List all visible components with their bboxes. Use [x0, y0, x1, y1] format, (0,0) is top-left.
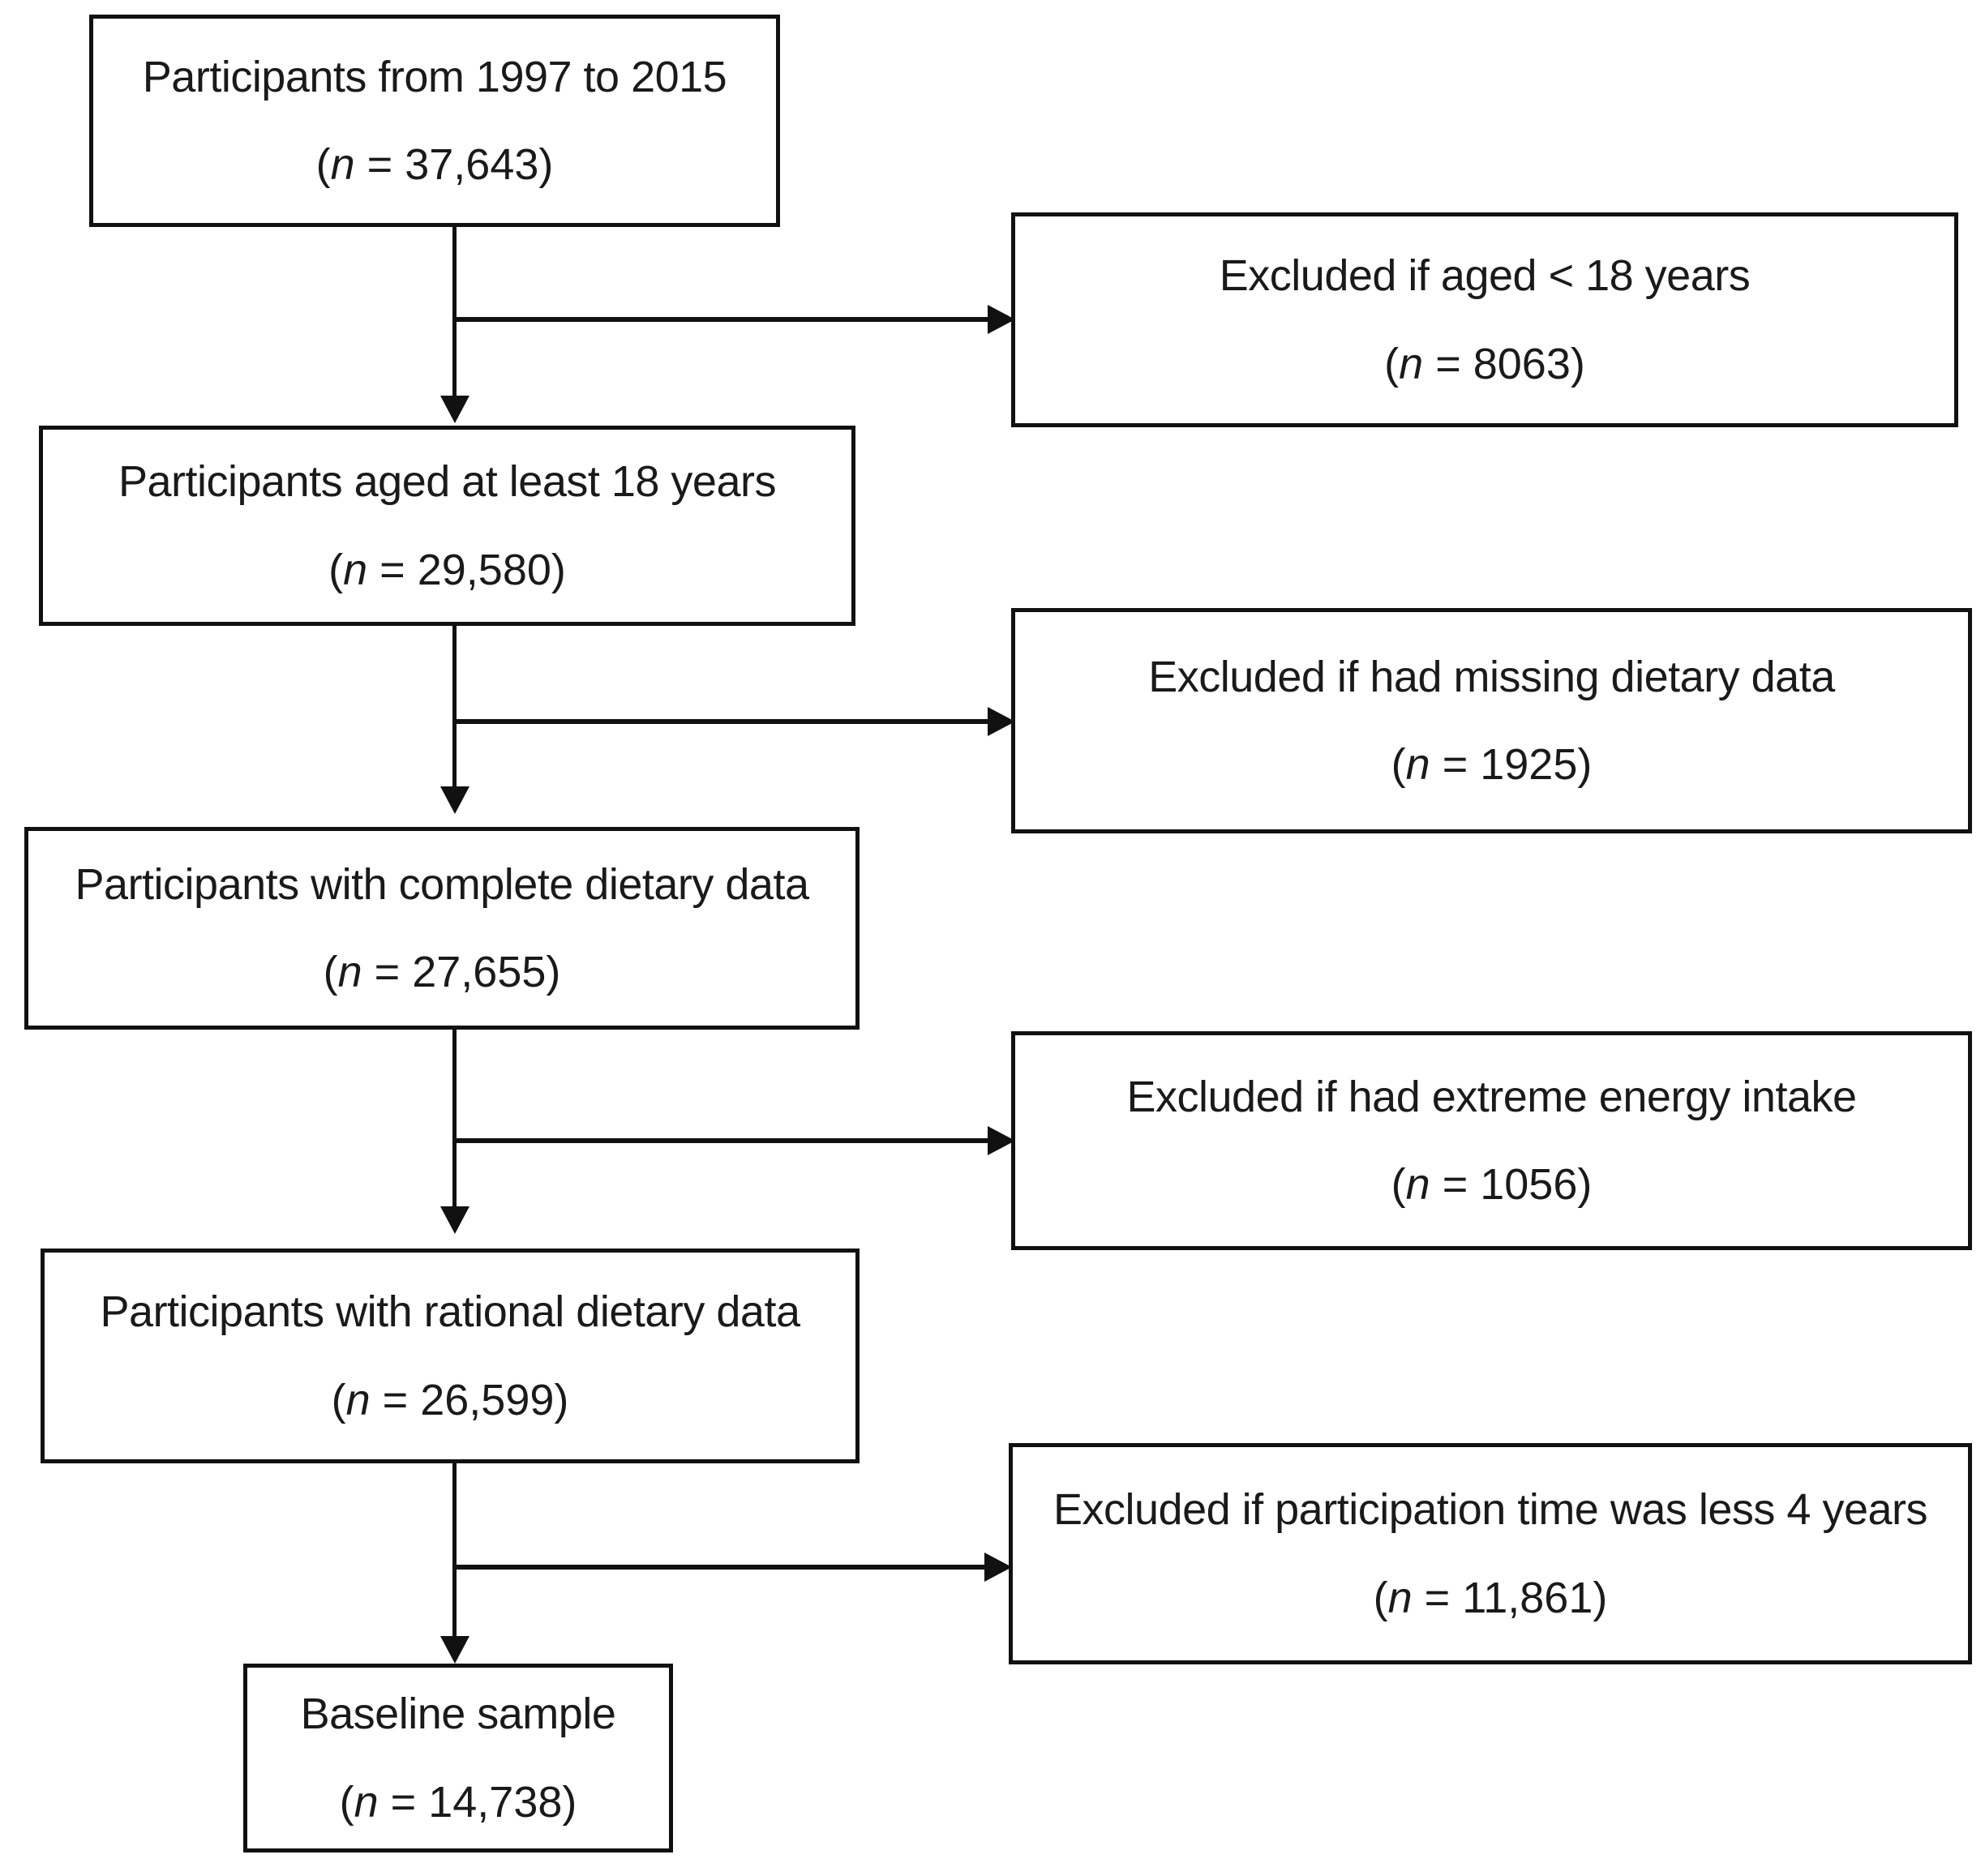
flow-box-label: Participants from 1997 to 2015: [142, 52, 727, 101]
flow-box-excluded-participation-time: Excluded if participation time was less …: [1009, 1443, 1972, 1664]
flow-box-participants-rational-dietary: Participants with rational dietary data …: [41, 1249, 860, 1463]
flow-box-count: (n = 11,861): [1373, 1573, 1608, 1622]
arrowhead-right-excluded-participation-time: [984, 1553, 1012, 1582]
flow-box-count: (n = 1056): [1391, 1160, 1593, 1209]
flow-box-excluded-extreme-energy: Excluded if had extreme energy intake (n…: [1011, 1031, 1972, 1250]
flow-box-label: Baseline sample: [300, 1690, 616, 1739]
flow-box-count: (n = 26,599): [331, 1375, 569, 1424]
arrowhead-right-excluded-extreme-energy: [988, 1126, 1015, 1155]
arrowhead-down-baseline: [440, 1636, 469, 1664]
flow-box-label: Participants with complete dietary data: [75, 859, 809, 909]
connector-box3-to-box4: [452, 1030, 457, 1208]
flow-box-count: (n = 14,738): [339, 1777, 577, 1827]
flow-box-participants-complete-dietary: Participants with complete dietary data …: [24, 827, 860, 1030]
connector-box2-to-excluded-missing-dietary: [454, 719, 1001, 724]
flow-box-label: Excluded if aged < 18 years: [1219, 251, 1751, 301]
connector-box4-to-excluded-participation-time: [454, 1565, 997, 1570]
flow-box-label: Excluded if had missing dietary data: [1148, 652, 1835, 701]
flow-box-baseline-sample: Baseline sample (n = 14,738): [243, 1664, 673, 1852]
flow-box-excluded-age: Excluded if aged < 18 years (n = 8063): [1011, 212, 1958, 427]
flow-box-participants-aged-18: Participants aged at least 18 years (n =…: [39, 426, 855, 626]
connector-box2-to-box3: [452, 626, 457, 788]
arrowhead-right-excluded-age: [988, 305, 1015, 334]
flow-box-count: (n = 29,580): [328, 545, 566, 594]
flow-box-label: Excluded if participation time was less …: [1053, 1485, 1928, 1535]
connector-box1-to-excluded-age: [454, 317, 1001, 322]
arrowhead-right-excluded-missing-dietary: [988, 707, 1015, 736]
connector-box1-to-box2: [452, 227, 457, 397]
flow-box-count: (n = 27,655): [323, 948, 561, 996]
flow-box-participants-1997-2015: Participants from 1997 to 2015 (n = 37,6…: [89, 15, 780, 227]
connector-box4-to-baseline: [452, 1463, 457, 1638]
flow-box-label: Participants with rational dietary data: [100, 1287, 800, 1337]
connector-box3-to-excluded-extreme-energy: [454, 1138, 1001, 1143]
flow-box-excluded-missing-dietary: Excluded if had missing dietary data (n …: [1011, 608, 1972, 833]
flow-box-label: Participants aged at least 18 years: [118, 457, 776, 507]
arrowhead-down-box4: [440, 1206, 469, 1234]
flow-box-count: (n = 8063): [1384, 339, 1585, 388]
flow-box-label: Excluded if had extreme energy intake: [1126, 1072, 1857, 1121]
arrowhead-down-box3: [440, 786, 469, 814]
arrowhead-down-box2: [440, 396, 469, 423]
flow-box-count: (n = 1925): [1391, 740, 1593, 789]
flow-box-count: (n = 37,643): [315, 140, 554, 189]
